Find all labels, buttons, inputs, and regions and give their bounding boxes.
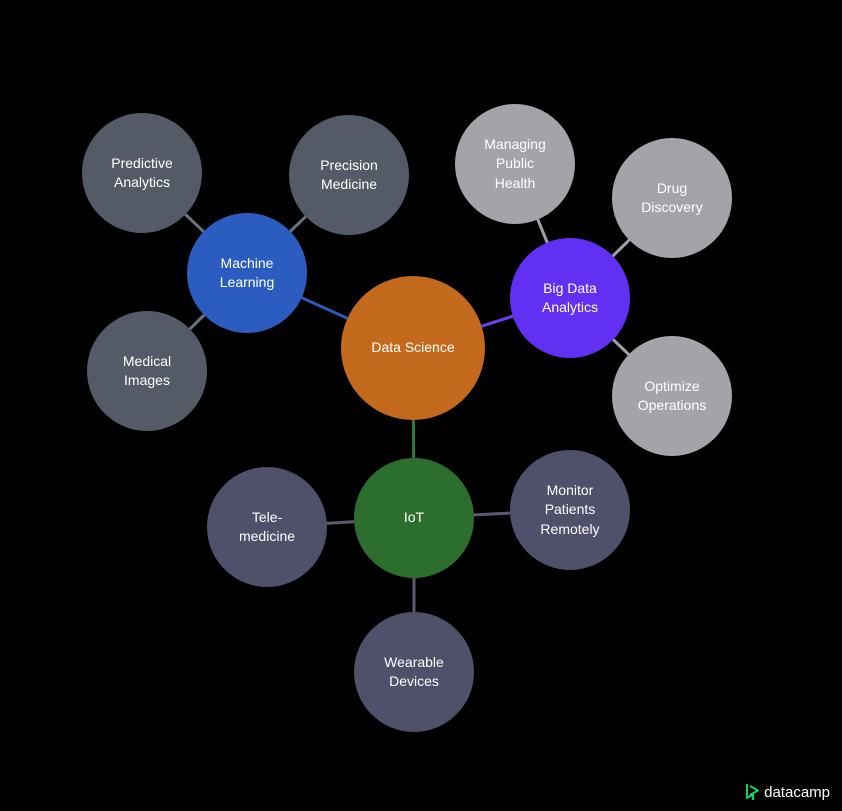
node-big-data-analytics-label: Big Data Analytics — [541, 279, 599, 315]
node-drug-discovery: Drug Discovery — [612, 138, 732, 258]
node-monitor-patients-remotely: Monitor Patients Remotely — [510, 450, 630, 570]
node-telemedicine: Tele- medicine — [207, 467, 327, 587]
node-telemedicine-label: Tele- medicine — [238, 508, 296, 544]
node-machine-learning-label: Machine Learning — [219, 254, 275, 290]
node-machine-learning: Machine Learning — [187, 213, 307, 333]
node-big-data-analytics: Big Data Analytics — [510, 238, 630, 358]
datacamp-logo-text: datacamp — [764, 783, 830, 801]
node-managing-public-health: Managing Public Health — [455, 104, 575, 224]
node-optimize-operations-label: Optimize Operations — [637, 377, 707, 413]
node-monitor-patients-remotely-label: Monitor Patients Remotely — [540, 482, 600, 537]
node-medical-images: Medical Images — [87, 311, 207, 431]
node-wearable-devices-label: Wearable Devices — [384, 653, 444, 689]
datacamp-logo: datacamp — [745, 783, 830, 801]
node-predictive-analytics: Predictive Analytics — [82, 113, 202, 233]
node-iot-label: IoT — [403, 509, 425, 526]
node-precision-medicine-label: Precision Medicine — [320, 156, 378, 192]
node-drug-discovery-label: Drug Discovery — [641, 179, 703, 215]
node-data-science: Data Science — [341, 276, 485, 420]
node-wearable-devices: Wearable Devices — [354, 612, 474, 732]
node-managing-public-health-label: Managing Public Health — [484, 136, 546, 191]
node-optimize-operations: Optimize Operations — [612, 336, 732, 456]
node-iot: IoT — [354, 458, 474, 578]
node-precision-medicine: Precision Medicine — [289, 115, 409, 235]
node-data-science-label: Data Science — [371, 339, 455, 356]
datacamp-logo-icon — [746, 784, 760, 800]
node-predictive-analytics-label: Predictive Analytics — [111, 154, 173, 190]
node-medical-images-label: Medical Images — [122, 352, 172, 388]
